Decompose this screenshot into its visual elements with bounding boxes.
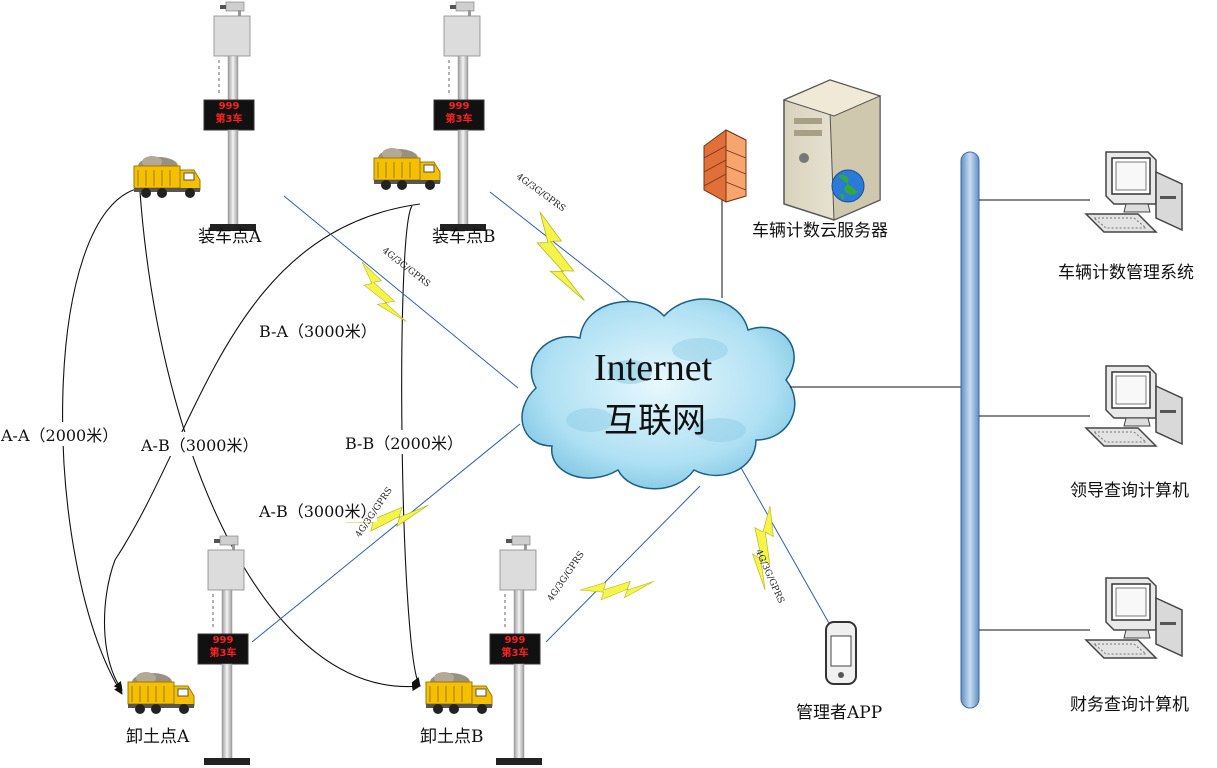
bolt-unload-b — [579, 548, 655, 624]
display-truck-no: 第3车 — [209, 648, 237, 659]
link-lines — [251, 191, 835, 643]
route-curves — [62, 187, 421, 695]
computer-label-management: 车辆计数管理系统 — [1058, 263, 1194, 283]
display-load-b: 999 第3车 — [434, 100, 484, 126]
display-truck-no: 第3车 — [215, 114, 243, 125]
route-label-b-b: B-B（2000米） — [344, 430, 464, 454]
internet-cloud — [521, 298, 796, 490]
cloud-subtitle: 互联网 — [604, 401, 706, 441]
display-unload-b: 999 第3车 — [490, 634, 540, 660]
route-label-a-b: A-B（3000米） — [140, 432, 260, 456]
route-label-b-a: B-A（3000米） — [258, 318, 378, 342]
site-label-unload-b: 卸土点B — [420, 727, 484, 747]
firewall-icon — [703, 129, 747, 203]
server-icon — [782, 79, 882, 221]
computer-label-leader: 领导查询计算机 — [1070, 481, 1189, 501]
display-truck-no: 第3车 — [501, 648, 529, 659]
truck-icon-load-a — [133, 155, 201, 199]
route-label-a-a: A-A（2000米） — [0, 422, 120, 446]
bolt-load-b — [516, 211, 609, 301]
site-label-load-a: 装车点A — [198, 227, 262, 247]
display-load-a: 999 第3车 — [204, 100, 254, 126]
app-label: 管理者APP — [796, 703, 883, 723]
site-label-unload-a: 卸土点A — [126, 727, 190, 747]
display-count: 999 — [448, 101, 470, 112]
truck-icon-load-b — [373, 147, 441, 191]
route-b-a — [104, 203, 421, 691]
display-count: 999 — [218, 101, 240, 112]
route-label-a-b-2: A-B（3000米） — [258, 498, 378, 522]
network-bus — [960, 151, 980, 709]
display-truck-no: 第3车 — [445, 114, 473, 125]
site-label-load-b: 装车点B — [432, 227, 496, 247]
truck-icon-unload-b — [425, 671, 493, 715]
server-label: 车辆计数云服务器 — [752, 221, 888, 241]
computer-icon-management — [1085, 151, 1183, 233]
display-count: 999 — [504, 635, 526, 646]
display-unload-a: 999 第3车 — [198, 634, 248, 660]
computer-icon-leader — [1085, 365, 1183, 447]
computer-icon-finance — [1085, 577, 1183, 659]
truck-icon-unload-a — [127, 671, 195, 715]
display-count: 999 — [212, 635, 234, 646]
route-a-a — [62, 187, 141, 695]
computer-label-finance: 财务查询计算机 — [1070, 695, 1189, 715]
mobile-phone-icon — [825, 621, 857, 685]
cloud-title: Internet — [594, 347, 713, 389]
